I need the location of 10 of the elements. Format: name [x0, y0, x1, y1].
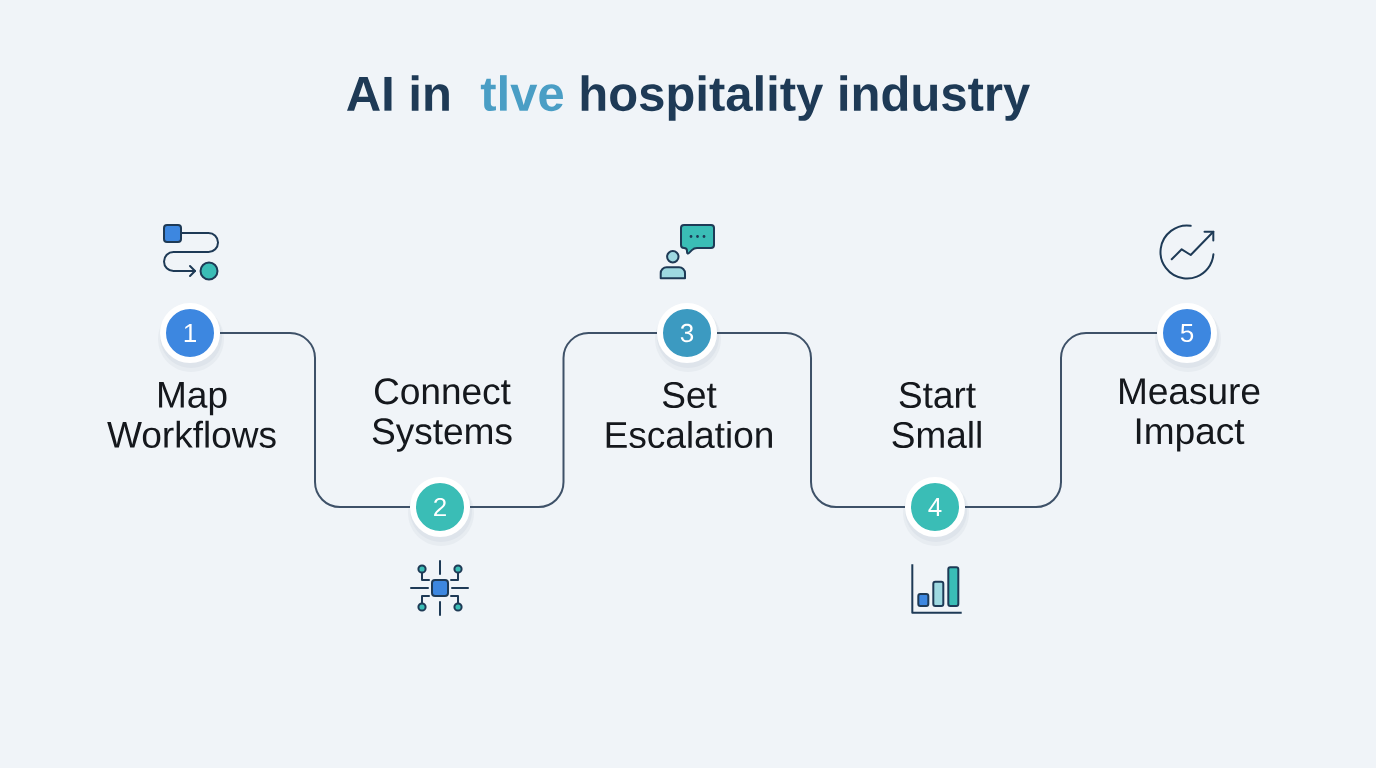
step-label: Measure Impact: [1120, 378, 1260, 452]
connector-line: [219, 332, 411, 508]
step-label: Map Workflows: [107, 382, 276, 448]
connector-line: [964, 332, 1158, 508]
step-label: Start Small: [892, 381, 981, 449]
connector-line: [469, 332, 658, 508]
connector-line: [716, 332, 906, 508]
step-label: Set Escalation: [606, 381, 772, 449]
title: AI in tlve hospitality industry: [347, 75, 1030, 121]
step-label: Connect Systems: [372, 378, 512, 452]
